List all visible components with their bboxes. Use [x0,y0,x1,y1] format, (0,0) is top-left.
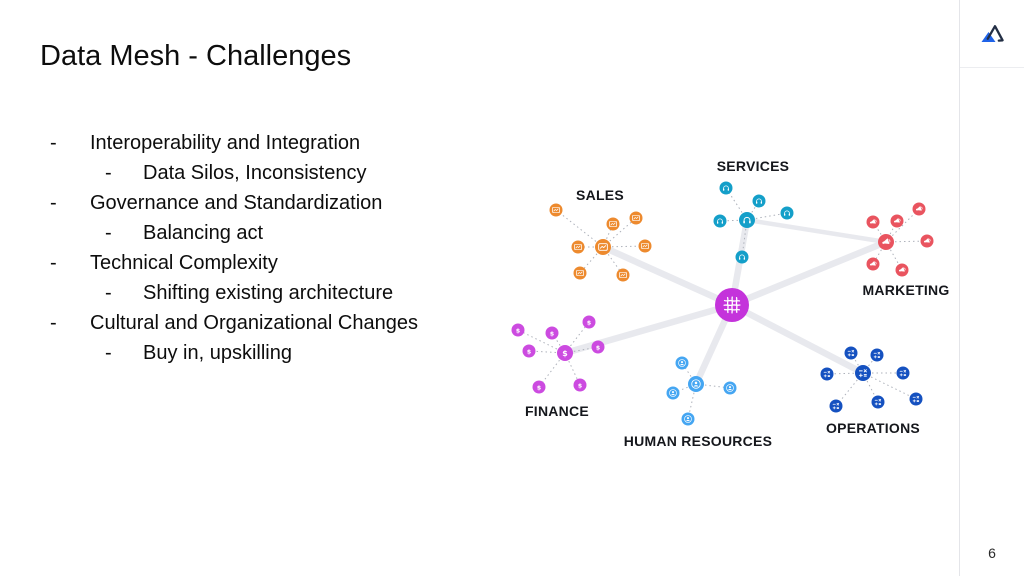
dollar-icon [515,326,521,335]
dollar-icon [595,343,601,352]
bullet-item: - Technical Complexity [0,248,470,278]
services-satellite-node [735,250,749,264]
bullet-text: Buy in, upskilling [143,342,292,364]
dollar-icon [536,383,542,392]
operations-satellite-node [829,399,843,413]
sidebar-logo-area [960,0,1024,68]
operations-satellite-node [844,346,858,360]
dollar-icon [562,348,568,358]
services-satellite-node [780,206,794,220]
bullet-dash: - [105,222,112,244]
sub-bullet-item: - Data Silos, Inconsistency [0,158,470,188]
bullet-dash: - [50,132,57,154]
bullet-item: - Governance and Standardization [0,188,470,218]
page-number: 6 [988,545,996,561]
link-services-marketing [744,217,889,245]
link-hub-operations [728,301,867,377]
bullet-dash: - [50,312,57,334]
page-title: Data Mesh - Challenges [40,40,352,72]
dollar-icon [526,347,532,356]
spoke-operations [862,372,917,400]
bullet-text: Interoperability and Integration [90,132,361,154]
org-network-diagram: $ [511,158,949,449]
sub-bullet-item: - Buy in, upskilling [0,338,470,368]
company-logo-icon [981,24,1004,42]
cluster-label-hr: HUMAN RESOURCES [624,433,772,449]
operations-satellite-node [820,367,834,381]
services-center-node [739,212,755,228]
cluster-label-finance: FINANCE [525,403,589,419]
spoke-sales [555,209,604,248]
operations-satellite-node [870,348,884,362]
operations-satellite-node [909,392,923,406]
dollar-icon [586,318,592,327]
link-hub-marketing [728,238,890,309]
sub-bullet-item: - Balancing act [0,218,470,248]
cluster-label-operations: OPERATIONS [826,420,920,436]
spoke-finance [564,321,590,354]
bullet-dash: - [105,282,112,304]
cluster-label-marketing: MARKETING [862,282,949,298]
operations-satellite-node [871,395,885,409]
services-satellite-node [752,194,766,208]
services-satellite-node [719,181,733,195]
dollar-icon [577,381,583,390]
bullet-item: - Cultural and Organizational Changes [0,308,470,338]
bullet-text: Technical Complexity [90,252,278,274]
bullet-dash: - [50,252,57,274]
spoke-services [741,219,748,258]
cluster-label-sales: SALES [576,187,624,203]
spoke-finance [528,350,566,354]
bullet-text: Data Silos, Inconsistency [143,162,367,184]
spoke-operations [826,372,864,375]
link-hub-finance [561,301,736,357]
bullet-text: Shifting existing architecture [143,282,394,304]
cluster-label-services: SERVICES [717,158,790,174]
bullet-text: Balancing act [143,222,264,244]
bullet-dash: - [105,342,112,364]
sub-bullet-item: - Shifting existing architecture [0,278,470,308]
bullet-item: - Interoperability and Integration [0,128,470,158]
services-satellite-node [713,214,727,228]
bullet-dash: - [50,192,57,214]
operations-satellite-node [896,366,910,380]
right-sidebar: 6 [959,0,1024,576]
spoke-sales [602,217,637,248]
bullet-dash: - [105,162,112,184]
operations-center-node [855,365,871,381]
bullet-list: - Interoperability and Integration - Data S… [0,128,470,368]
spoke-marketing [885,208,920,243]
link-hub-sales [599,243,736,309]
dollar-icon [549,329,555,338]
bullet-text: Cultural and Organizational Changes [90,312,418,334]
bullet-text: Governance and Standardization [90,192,383,214]
